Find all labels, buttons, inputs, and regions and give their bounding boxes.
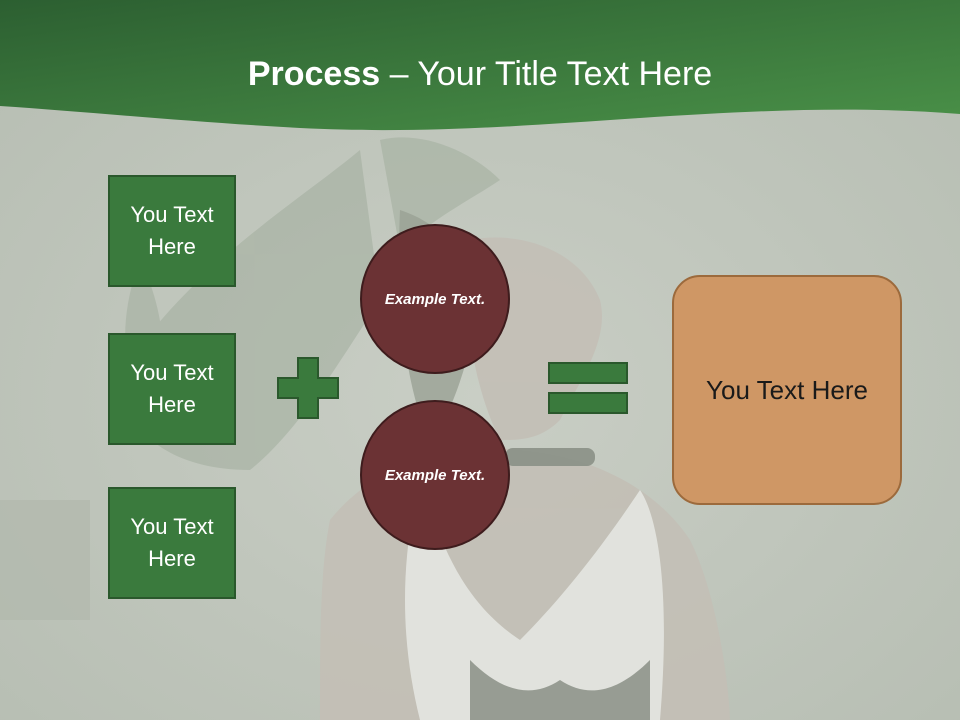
result-box-label: You Text Here: [706, 375, 868, 405]
left-box-1-label: You Text Here: [130, 202, 214, 259]
example-circle-1: Example Text.: [360, 224, 510, 374]
slide-title: Process – Your Title Text Here: [0, 52, 960, 96]
plus-icon: [277, 357, 339, 419]
left-box-2-label: You Text Here: [130, 360, 214, 417]
left-box-2: You Text Here: [108, 333, 236, 445]
example-circle-1-label: Example Text.: [384, 290, 486, 308]
left-box-3: You Text Here: [108, 487, 236, 599]
title-rest: – Your Title Text Here: [380, 55, 713, 93]
result-box: You Text Here: [672, 275, 902, 505]
left-box-3-label: You Text Here: [130, 514, 214, 571]
left-box-1: You Text Here: [108, 175, 236, 287]
title-bold: Process: [247, 55, 381, 93]
equals-icon: [548, 362, 628, 414]
header-band: [0, 0, 960, 131]
example-circle-2: Example Text.: [360, 400, 510, 550]
example-circle-2-label: Example Text.: [384, 466, 486, 484]
